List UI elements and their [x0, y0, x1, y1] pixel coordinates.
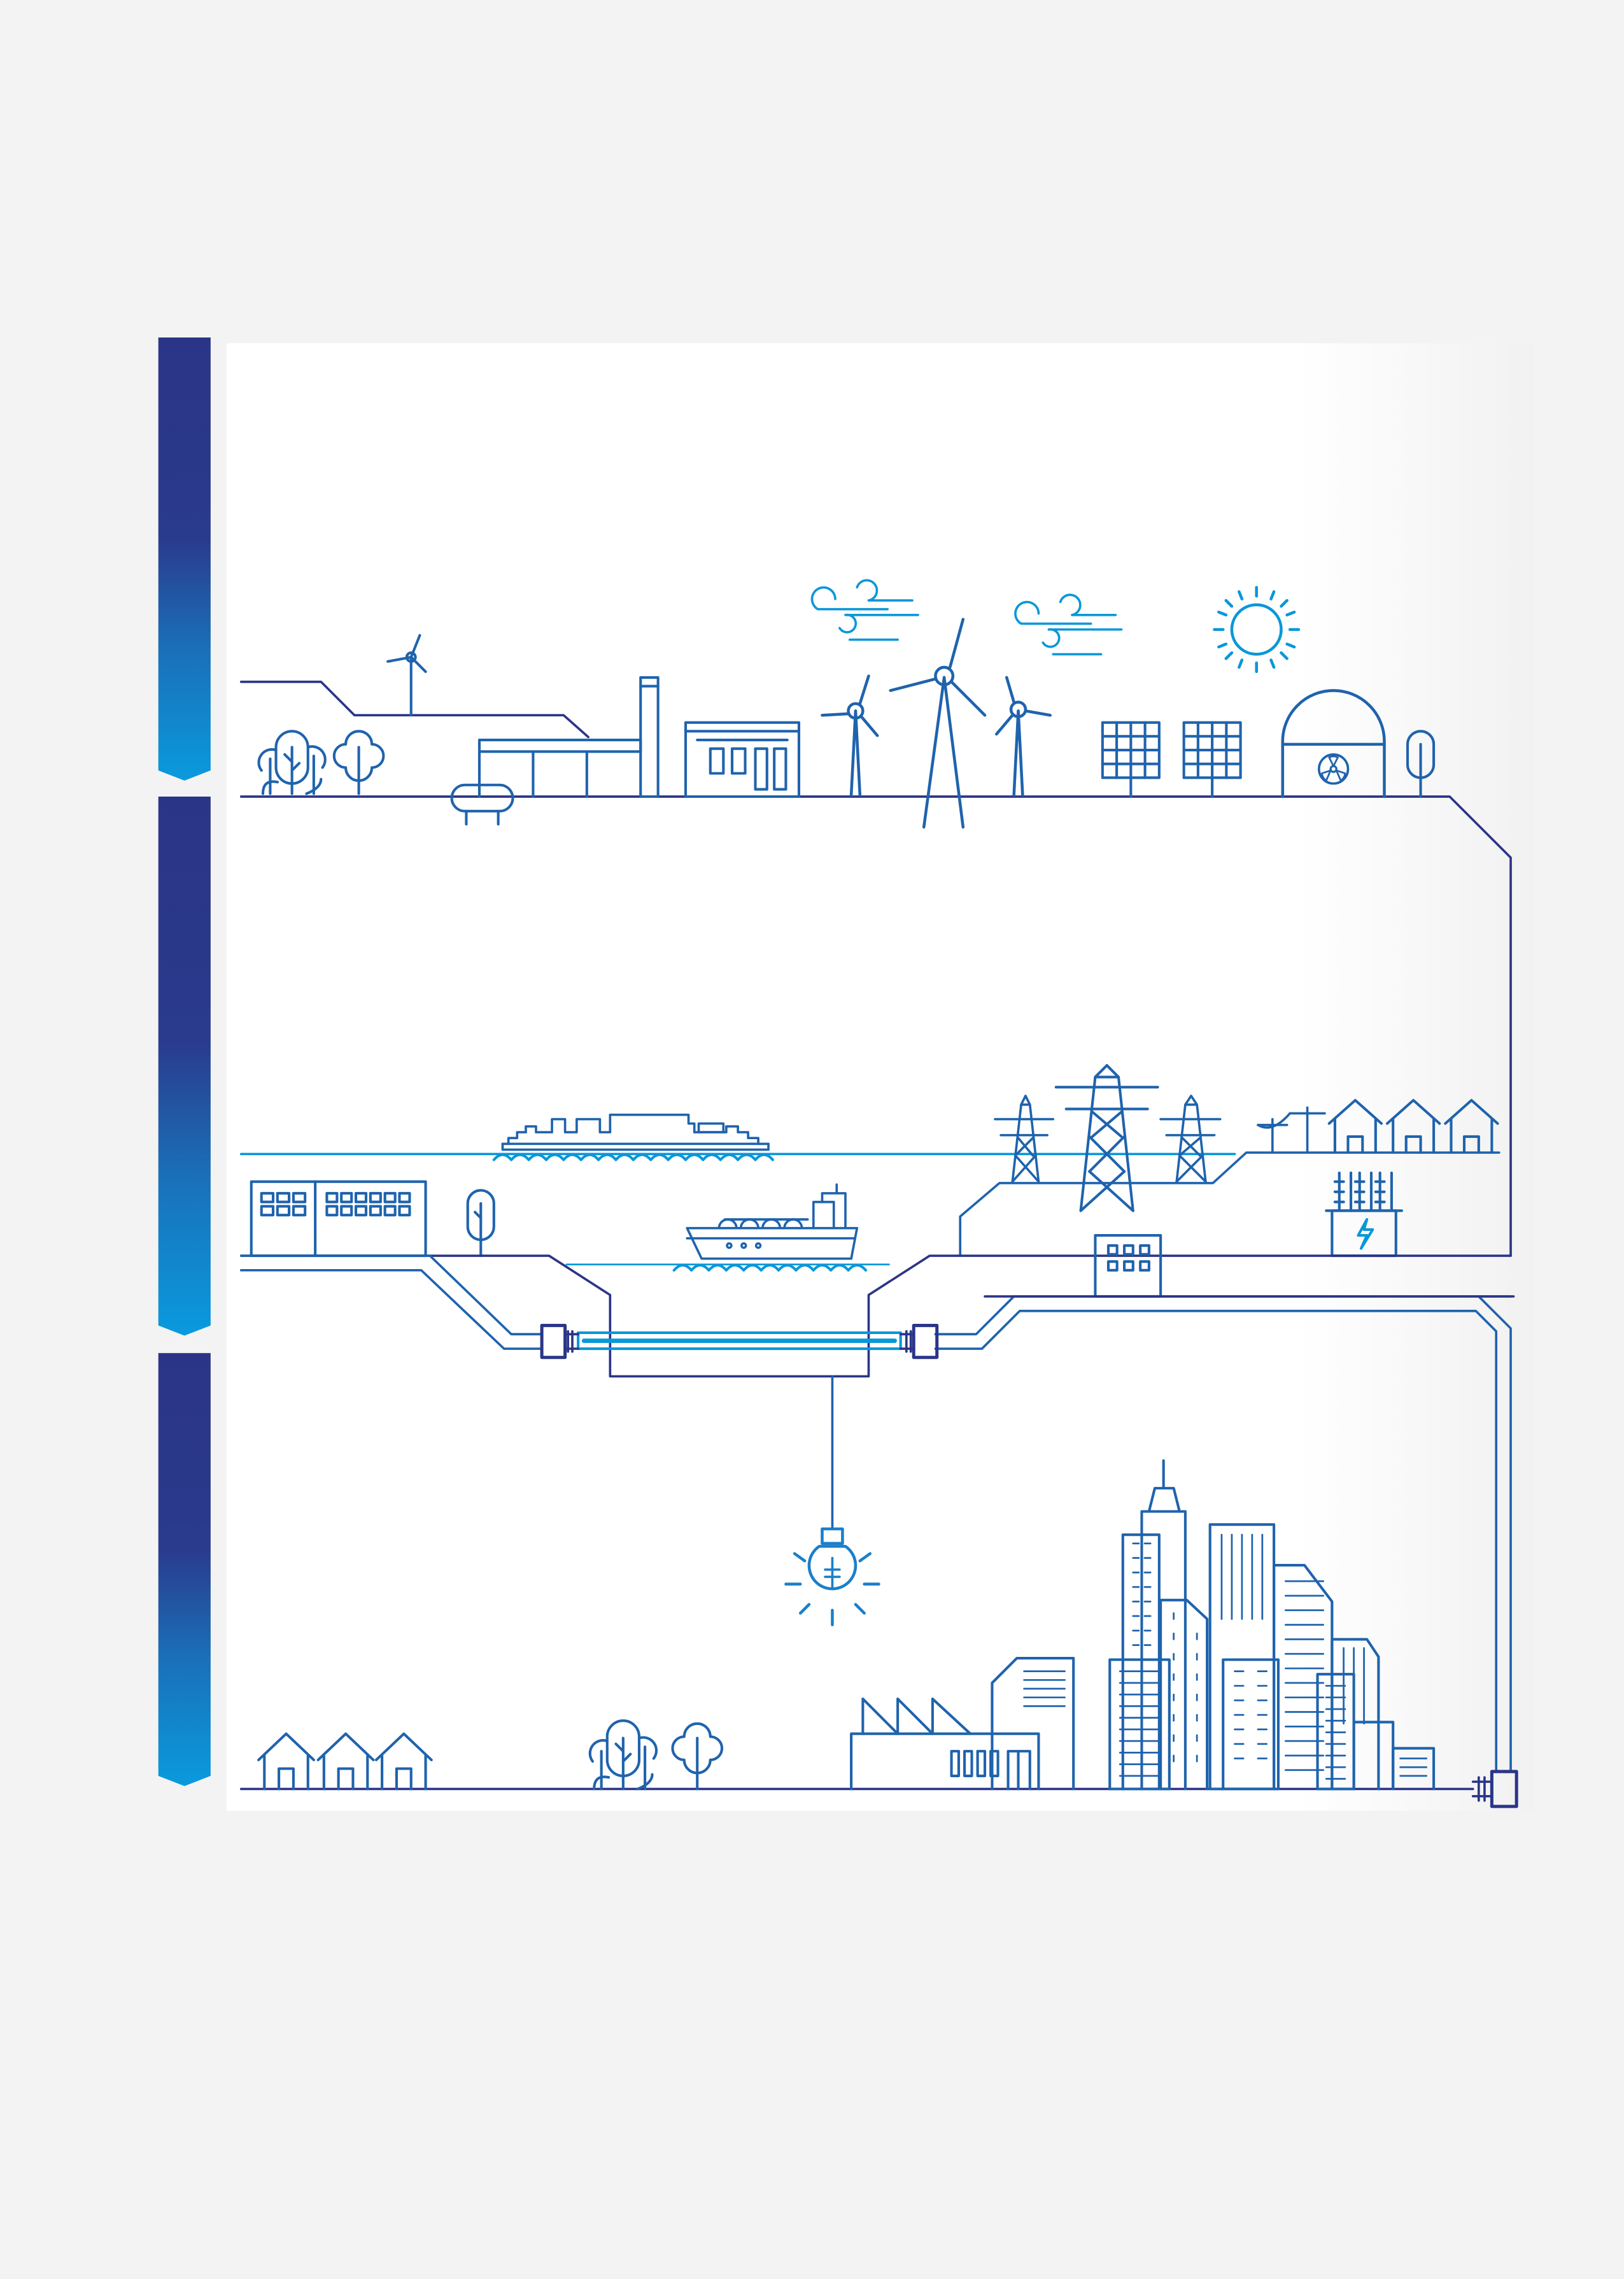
houses-icon [1327, 1098, 1499, 1154]
hvdc-cable [577, 1331, 902, 1351]
consumption-stage-marker [158, 1352, 211, 1786]
cable-connector-icon [540, 1324, 579, 1360]
stage-markers [158, 337, 211, 1786]
solar-panel-icon [1182, 721, 1242, 799]
lightbulb-icon [784, 1527, 880, 1626]
generation-section [239, 579, 1512, 1257]
transmission-tower-icon [994, 1095, 1055, 1183]
power-plant-icon [477, 676, 660, 799]
tree-icon [1406, 730, 1436, 799]
warehouse-icon [250, 1180, 427, 1258]
wind-turbine-icon [821, 674, 879, 797]
transmission-tower-icon [1054, 1064, 1159, 1212]
waves-icon [492, 1153, 774, 1161]
wind-turbine-icon [995, 676, 1052, 797]
city-skyline-icon [991, 1459, 1436, 1791]
transmission-ground-line [239, 1254, 1512, 1378]
nuclear-plant-icon [1281, 689, 1386, 799]
consumption-section [239, 1459, 1518, 1808]
utility-poles-icon [1257, 1106, 1326, 1154]
generation-stage-marker [158, 337, 211, 781]
sun-icon [1213, 586, 1301, 674]
transmission-stage-marker [158, 797, 211, 1336]
tree-icon [466, 1189, 495, 1258]
lng-tanker-icon [686, 1183, 859, 1260]
trees-icon [588, 1719, 724, 1791]
generation-ground-line [239, 680, 1512, 1257]
wind-gust-icon [1014, 593, 1123, 656]
hillside [959, 1151, 1500, 1257]
wind-turbine-icon [889, 618, 987, 829]
generation-building-icon [684, 721, 801, 799]
barge-ship-icon [501, 1113, 770, 1151]
cable-route-left [239, 1254, 542, 1350]
wind-gust-icon [810, 579, 919, 641]
content-panel [226, 343, 1534, 1811]
solar-panel-icon [1101, 721, 1161, 799]
houses-icon [257, 1732, 433, 1791]
transmission-tower-icon [1159, 1095, 1222, 1183]
transmission-section [239, 1064, 1515, 1773]
trees-icon [257, 730, 385, 795]
control-building-icon [1094, 1234, 1162, 1298]
cable-connector-icon [899, 1324, 939, 1360]
factory-icon [850, 1697, 1040, 1791]
hill-wind-turbine-icon [386, 634, 427, 717]
gas-tank-icon [450, 783, 514, 826]
cable-connector-icon [1471, 1770, 1518, 1808]
